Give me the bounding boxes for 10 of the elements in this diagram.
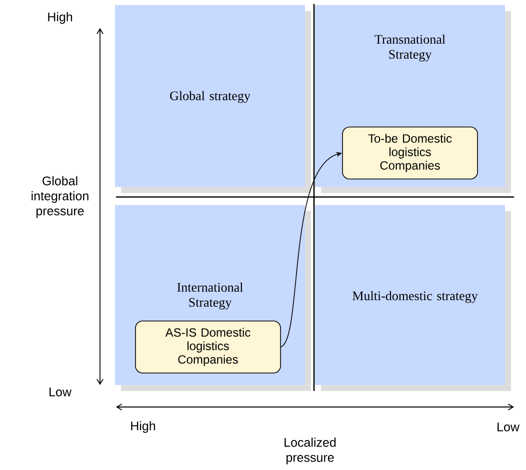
company-box: AS-IS Domestic logistics Companies [135, 320, 281, 374]
axis-label: Global integration pressure [32, 176, 88, 218]
axis-end-label: High [131, 421, 156, 433]
axis-end-label: High [48, 12, 72, 24]
quadrant-panel: Global strategy [115, 5, 311, 193]
axis-end-label: Low [50, 388, 72, 396]
company-box: To-be Domestic logistics Companies [342, 126, 478, 180]
axis-label: Localized pressure [284, 438, 336, 464]
quadrant-panel: Multi-domestic strategy [315, 205, 511, 391]
axis-end-label: Low [498, 422, 520, 432]
